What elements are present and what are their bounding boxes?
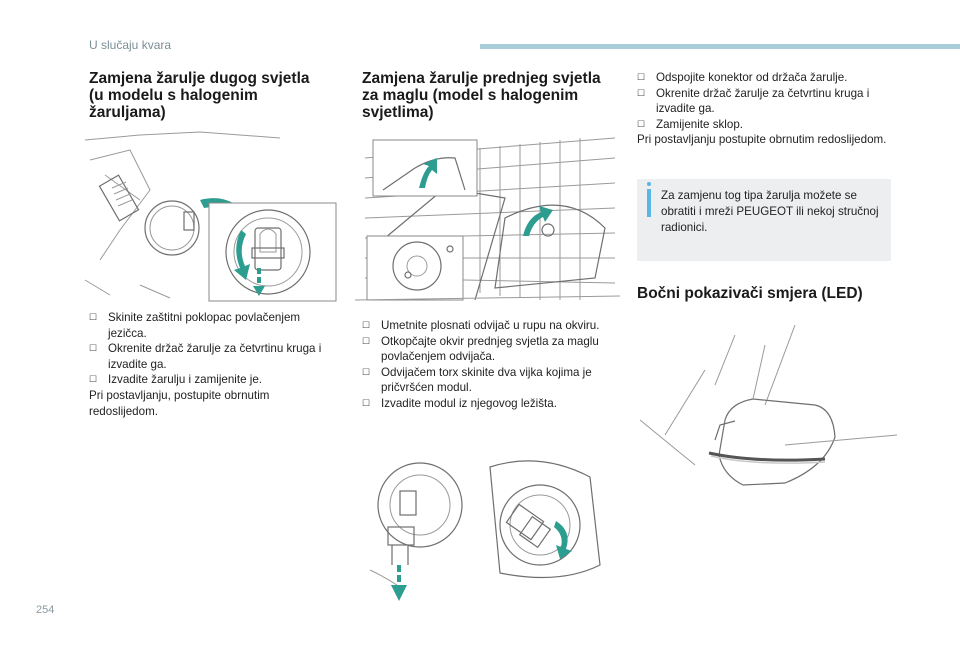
checkbox-bullet-icon: ☐ <box>89 374 98 385</box>
checkbox-bullet-icon: ☐ <box>637 87 646 98</box>
bulb-holder-steps: ☐Odspojite konektor od držača žarulje. ☐… <box>637 70 893 148</box>
step-item: ☐Skinite zaštitni poklopac povlačenjem j… <box>89 311 301 340</box>
checkbox-bullet-icon: ☐ <box>637 72 646 82</box>
info-text: Za zamjenu tog tipa žarulja možete se ob… <box>661 189 879 234</box>
bulb-holder-note: Pri postavljanju postupite obrnutim redo… <box>637 133 887 147</box>
step-item: ☐Izvadite žarulju i zamijenite je. <box>89 373 263 387</box>
step-item: ☐Okrenite držač žarulje za četvrtinu kru… <box>637 86 870 116</box>
step-item: ☐Odvijačem torx skinite dva vijka kojima… <box>362 365 592 395</box>
fog-lamp-steps: ☐Umetnite plosnati odvijač u rupu na okv… <box>362 318 612 412</box>
step-item: ☐Otkopčajte okvir prednjeg svjetla za ma… <box>362 334 599 364</box>
step-item: ☐Zamijenite sklop. <box>637 117 743 131</box>
step-item: ☐Okrenite držač žarulje za četvrtinu kru… <box>89 342 322 371</box>
high-beam-steps: ☐Skinite zaštitni poklopac povlačenjem j… <box>89 310 329 419</box>
side-indicator-illustration <box>639 325 897 486</box>
fog-lamp-frame-illustration <box>355 137 620 301</box>
info-box: Za zamjenu tog tipa žarulja možete se ob… <box>637 179 891 261</box>
checkbox-bullet-icon: ☐ <box>362 320 371 330</box>
high-beam-note: Pri postavljanju, postupite obrnutim red… <box>89 388 270 418</box>
checkbox-bullet-icon: ☐ <box>362 335 371 346</box>
high-beam-title: Zamjena žarulje dugog svjetla(u modelu s… <box>89 70 310 121</box>
step-item: ☐Izvadite modul iz njegovog ležišta. <box>362 396 557 410</box>
checkbox-bullet-icon: ☐ <box>637 118 646 129</box>
high-beam-illustration <box>84 131 337 302</box>
checkbox-bullet-icon: ☐ <box>89 343 98 354</box>
checkbox-bullet-icon: ☐ <box>362 366 371 377</box>
section-label: U slučaju kvara <box>89 38 172 52</box>
info-icon <box>647 182 651 186</box>
checkbox-bullet-icon: ☐ <box>362 397 371 408</box>
step-item: ☐Umetnite plosnati odvijač u rupu na okv… <box>362 319 600 332</box>
fog-lamp-bulb-illustration <box>369 460 601 601</box>
checkbox-bullet-icon: ☐ <box>89 312 98 322</box>
header-accent-bar <box>480 44 960 49</box>
indicator-title: Bočni pokazivači smjera (LED) <box>637 285 863 302</box>
page-number: 254 <box>36 604 55 616</box>
step-item: ☐Odspojite konektor od držača žarulje. <box>637 71 848 84</box>
info-icon-bar <box>647 189 651 217</box>
